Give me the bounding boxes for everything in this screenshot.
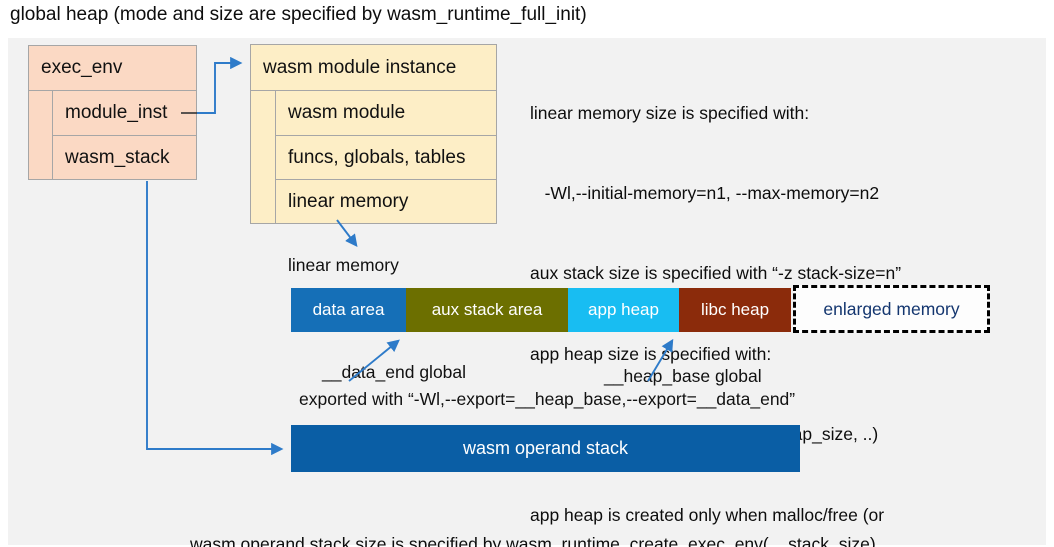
module-instance-indent-strip	[251, 91, 276, 224]
footer-line-1: wasm operand stack size is specified by …	[190, 534, 876, 547]
exec-env-indent-strip	[29, 91, 53, 180]
note-line-6: app heap is created only when malloc/fre…	[530, 504, 885, 525]
segment-enlarged-memory: enlarged memory	[793, 285, 990, 333]
note-line-2: -Wl,--initial-memory=n1, --max-memory=n2	[530, 182, 880, 203]
exec-env-row-wasm-stack: wasm_stack	[65, 147, 170, 168]
operand-stack-box: wasm operand stack	[291, 425, 800, 472]
segment-libc-heap: libc heap	[679, 288, 791, 332]
module-instance-title: wasm module instance	[251, 45, 496, 91]
note-line-4: app heap size is specified with:	[530, 343, 772, 364]
operand-stack-label: wasm operand stack	[462, 438, 629, 458]
heap-base-global-label: __heap_base global	[604, 366, 762, 386]
module-instance-box: wasm module instance wasm module funcs, …	[250, 44, 497, 224]
segment-app-heap: app heap	[568, 288, 679, 332]
export-note: exported with “-Wl,--export=__heap_base,…	[299, 389, 796, 409]
module-instance-row-wasm-module: wasm module	[288, 101, 406, 123]
module-instance-row-funcs-globals-tables: funcs, globals, tables	[276, 134, 496, 180]
module-instance-row-linear-memory: linear memory	[276, 179, 496, 224]
page-title: global heap (mode and size are specified…	[10, 4, 587, 25]
data-end-global-label: __data_end global	[322, 362, 467, 382]
segment-aux-stack-area: aux stack area	[406, 288, 568, 332]
segment-data-area: data area	[291, 288, 406, 332]
footer-note: wasm operand stack size is specified by …	[190, 479, 1040, 547]
note-line-3: aux stack size is specified with “-z sta…	[530, 263, 902, 284]
exec-env-box: exec_env module_inst wasm_stack	[28, 45, 197, 180]
note-line-1: linear memory size is specified with:	[530, 102, 810, 123]
linear-memory-bar: data area aux stack area app heap libc h…	[291, 288, 791, 332]
module-instance-body: wasm module funcs, globals, tables linea…	[251, 91, 496, 224]
exec-env-body: module_inst wasm_stack	[29, 91, 196, 180]
linear-memory-label: linear memory	[288, 255, 399, 275]
exec-env-title: exec_env	[29, 46, 196, 91]
exec-env-row-module-inst: module_inst	[53, 91, 196, 136]
